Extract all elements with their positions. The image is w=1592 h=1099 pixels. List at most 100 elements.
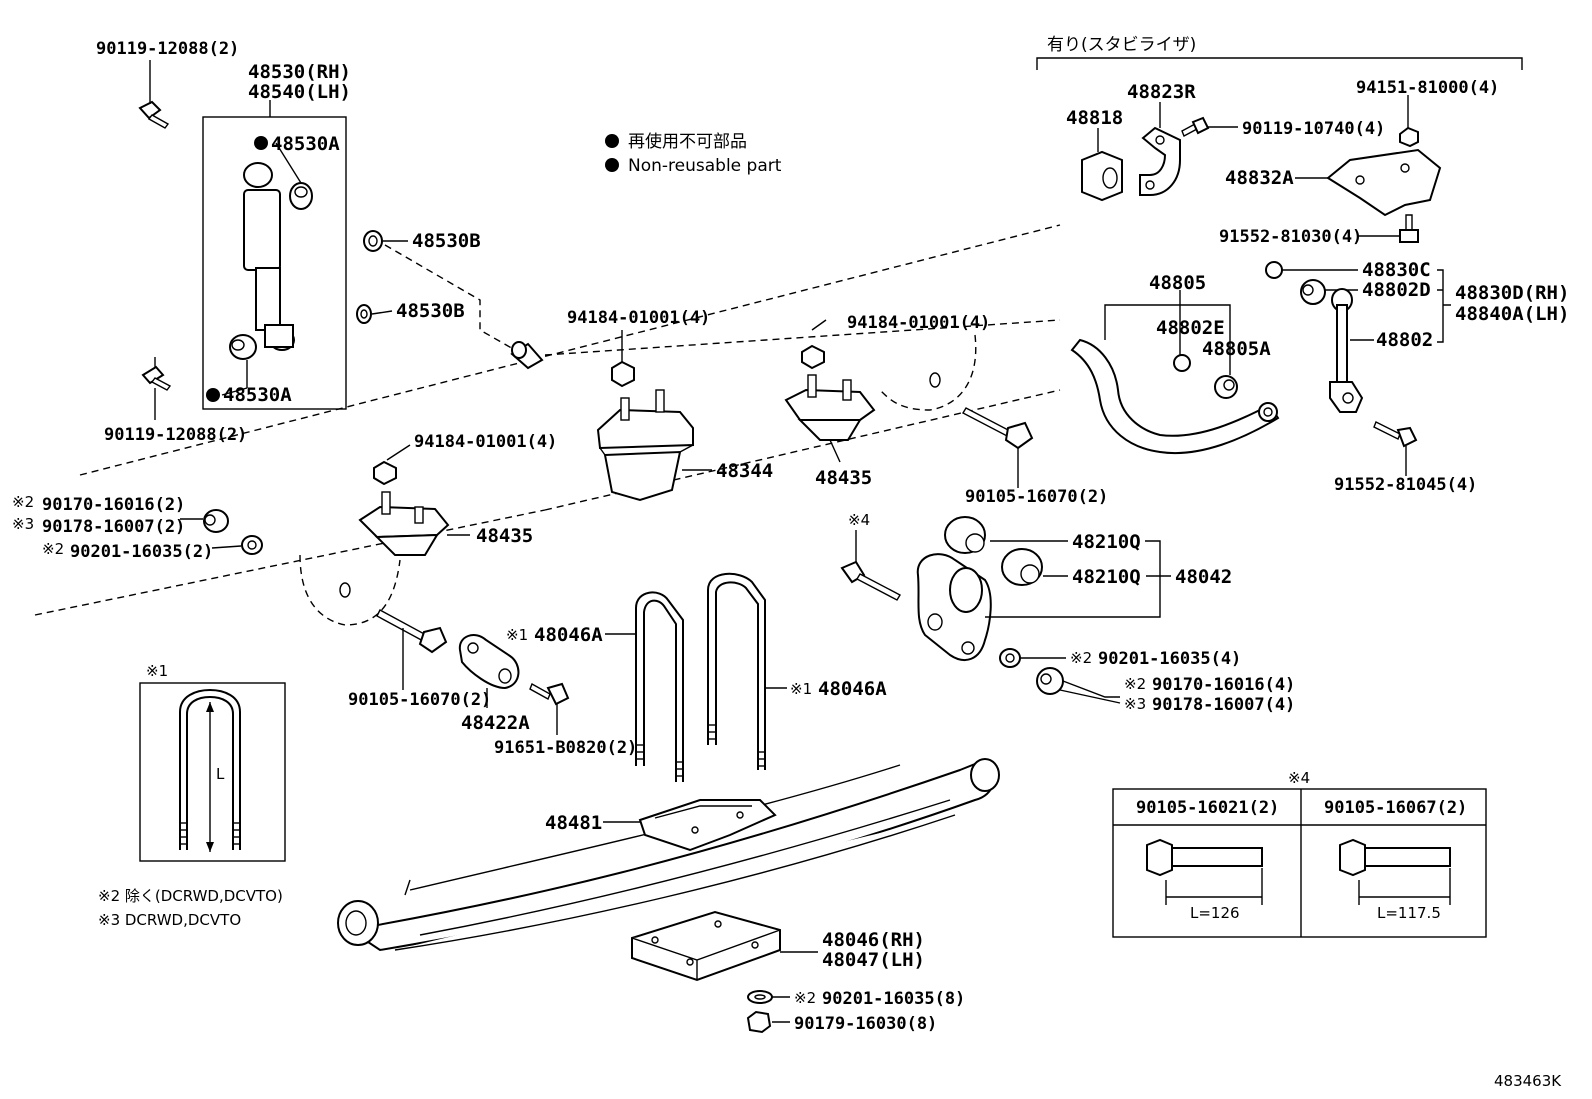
- label-absorber-rh: 48530(RH): [248, 61, 351, 83]
- left-washer-icon: [241, 535, 263, 555]
- bolt-90105-16067-icon: [1339, 838, 1451, 905]
- bush-48210q-2: [1001, 548, 1043, 586]
- washer-bottom-icon: [747, 990, 773, 1004]
- label-shackle-48042: 48042: [1175, 566, 1232, 588]
- label-u-bolt-1-mark: ※1: [506, 626, 528, 644]
- label-spring-seat-48481: 48481: [545, 812, 602, 834]
- nut-icon: [373, 460, 397, 486]
- label-u-bolt-1: 48046A: [534, 624, 603, 646]
- washer-48530b-top-icon: [363, 230, 383, 252]
- stabilizer-bush-48802e-icon: [1173, 354, 1191, 372]
- bolt-90105-right-icon: [962, 407, 1034, 450]
- right-washer-icon: [999, 648, 1021, 668]
- label-stabilizer-bracket-48832a: 48832A: [1225, 167, 1294, 189]
- label-link-48840a-lh: 48840A(LH): [1455, 303, 1569, 325]
- label-bush-48210q-1: 48210Q: [1072, 531, 1141, 553]
- bump-stopper-48435-right: [784, 374, 876, 441]
- label-bolt-table-len2: L=117.5: [1377, 904, 1441, 922]
- label-left-90201-mark: ※2: [42, 540, 64, 558]
- label-left-90178: 90178-16007(2): [42, 517, 185, 537]
- non-reusable-mark-icon: [254, 136, 268, 150]
- stabilizer-bar-48805: [1070, 338, 1280, 454]
- nut-bottom-icon: [746, 1010, 772, 1034]
- label-right-90201: 90201-16035(4): [1098, 649, 1241, 669]
- u-bolt-1: [635, 591, 684, 782]
- stabilizer-bush-48805a-icon: [1214, 375, 1238, 399]
- shackle-bolt-icon: [840, 560, 901, 601]
- label-bracket-48422a: 48422A: [461, 712, 530, 734]
- label-bush-48210q-2: 48210Q: [1072, 566, 1141, 588]
- label-right-90170: 90170-16016(4): [1152, 675, 1295, 695]
- label-absorber-lh: 48540(LH): [248, 81, 351, 103]
- stabilizer-bracket-48832a: [1326, 148, 1442, 217]
- label-washer-48530b-top: 48530B: [412, 230, 481, 252]
- legend-dot-icon: [605, 158, 619, 172]
- label-plate-lh: 48047(LH): [822, 949, 925, 971]
- label-right-90201-mark: ※2: [1070, 649, 1092, 667]
- label-left-90178-mark: ※3: [12, 515, 34, 533]
- bolt-91651-icon: [529, 682, 570, 706]
- absorber-bolt-bottom-icon: [141, 357, 172, 391]
- label-u-bolt-dimension: L: [216, 765, 225, 783]
- label-u-bolt-2-mark: ※1: [790, 680, 812, 698]
- label-left-90170-mark: ※2: [12, 493, 34, 511]
- note-3: ※3 DCRWD,DCVTO: [98, 911, 241, 929]
- label-bump-stopper-48435-right: 48435: [815, 467, 872, 489]
- label-bolt-table-col1: 90105-16021(2): [1136, 798, 1279, 818]
- label-bolt-bottom-left: 90119-12088(2): [104, 425, 247, 445]
- label-nut-94184-1: 94184-01001(4): [567, 308, 710, 328]
- figure-id: 483463K: [1494, 1072, 1562, 1090]
- absorber-group-box: [202, 116, 347, 410]
- bolt-length-table: [1112, 788, 1487, 938]
- label-mark-4: ※4: [848, 511, 870, 529]
- shock-absorber: [243, 162, 295, 351]
- stabilizer-bolt-91552-2-icon: [1373, 421, 1418, 448]
- label-washer-bottom: 90201-16035(8): [822, 989, 965, 1009]
- label-washer-48530b-bottom: 48530B: [396, 300, 465, 322]
- label-bolt-90105-left: 90105-16070(2): [348, 690, 491, 710]
- label-stabilizer-bush-48805a: 48805A: [1202, 338, 1271, 360]
- bracket-48422a-icon: [458, 634, 520, 690]
- legend-en: Non-reusable part: [628, 156, 782, 176]
- nut-icon: [611, 360, 635, 388]
- bump-stopper-48435-left: [358, 491, 450, 556]
- label-nut-94184-2: 94184-01001(4): [847, 313, 990, 333]
- label-link-48802: 48802: [1376, 329, 1433, 351]
- label-link-48830d-rh: 48830D(RH): [1455, 282, 1569, 304]
- label-bolt-table-col2: 90105-16067(2): [1324, 798, 1467, 818]
- stabilizer-group: [1036, 57, 1523, 476]
- label-right-90170-mark: ※2: [1124, 675, 1146, 693]
- spring-seat-48481: [638, 799, 777, 852]
- part-labels: 90119-12088(2) 48530(RH) 48540(LH) 48530…: [12, 35, 1569, 1090]
- stabilizer-bolt-90119-icon: [1181, 116, 1210, 137]
- label-bush-48530a-top: 48530A: [271, 133, 340, 155]
- note-2: ※2 除く(DCRWD,DCVTO): [98, 887, 283, 905]
- absorber-bolt-top-icon: [138, 100, 170, 129]
- label-stabilizer-bolt-91552-1: 91552-81030(4): [1219, 227, 1362, 247]
- label-nut-bottom: 90179-16030(8): [794, 1014, 937, 1034]
- legend: 再使用不可部品 Non-reusable part: [605, 131, 782, 176]
- label-link-48802d: 48802D: [1362, 279, 1431, 301]
- label-right-90178: 90178-16007(4): [1152, 695, 1295, 715]
- stabilizer-bush-48818: [1081, 150, 1123, 202]
- u-bolt-2: [707, 572, 766, 770]
- stabilizer-nut-94151-icon: [1399, 126, 1419, 148]
- label-nut-94184-3: 94184-01001(4): [414, 432, 557, 452]
- label-bolt-90105-right: 90105-16070(2): [965, 487, 1108, 507]
- leaf-spring: [337, 758, 1000, 952]
- stabilizer-bracket-48823r: [1139, 126, 1181, 196]
- right-bushing-icon: [1036, 667, 1064, 695]
- label-right-90178-mark: ※3: [1124, 695, 1146, 713]
- legend-jp: 再使用不可部品: [628, 131, 747, 152]
- label-stabilizer-group: 有り(スタビライザ): [1047, 35, 1196, 55]
- label-link-48830c: 48830C: [1362, 259, 1431, 281]
- u-bolt-detail: [139, 682, 286, 862]
- label-left-90201: 90201-16035(2): [70, 542, 213, 562]
- bush-48530a-bottom: [229, 334, 257, 360]
- label-bump-stopper-48344: 48344: [716, 460, 773, 482]
- washer-48530b-bottom-icon: [356, 304, 372, 324]
- label-stabilizer-bar-48805: 48805: [1149, 272, 1206, 294]
- label-washer-bottom-mark: ※2: [794, 989, 816, 1007]
- label-bolt-91651: 91651-B0820(2): [494, 738, 637, 758]
